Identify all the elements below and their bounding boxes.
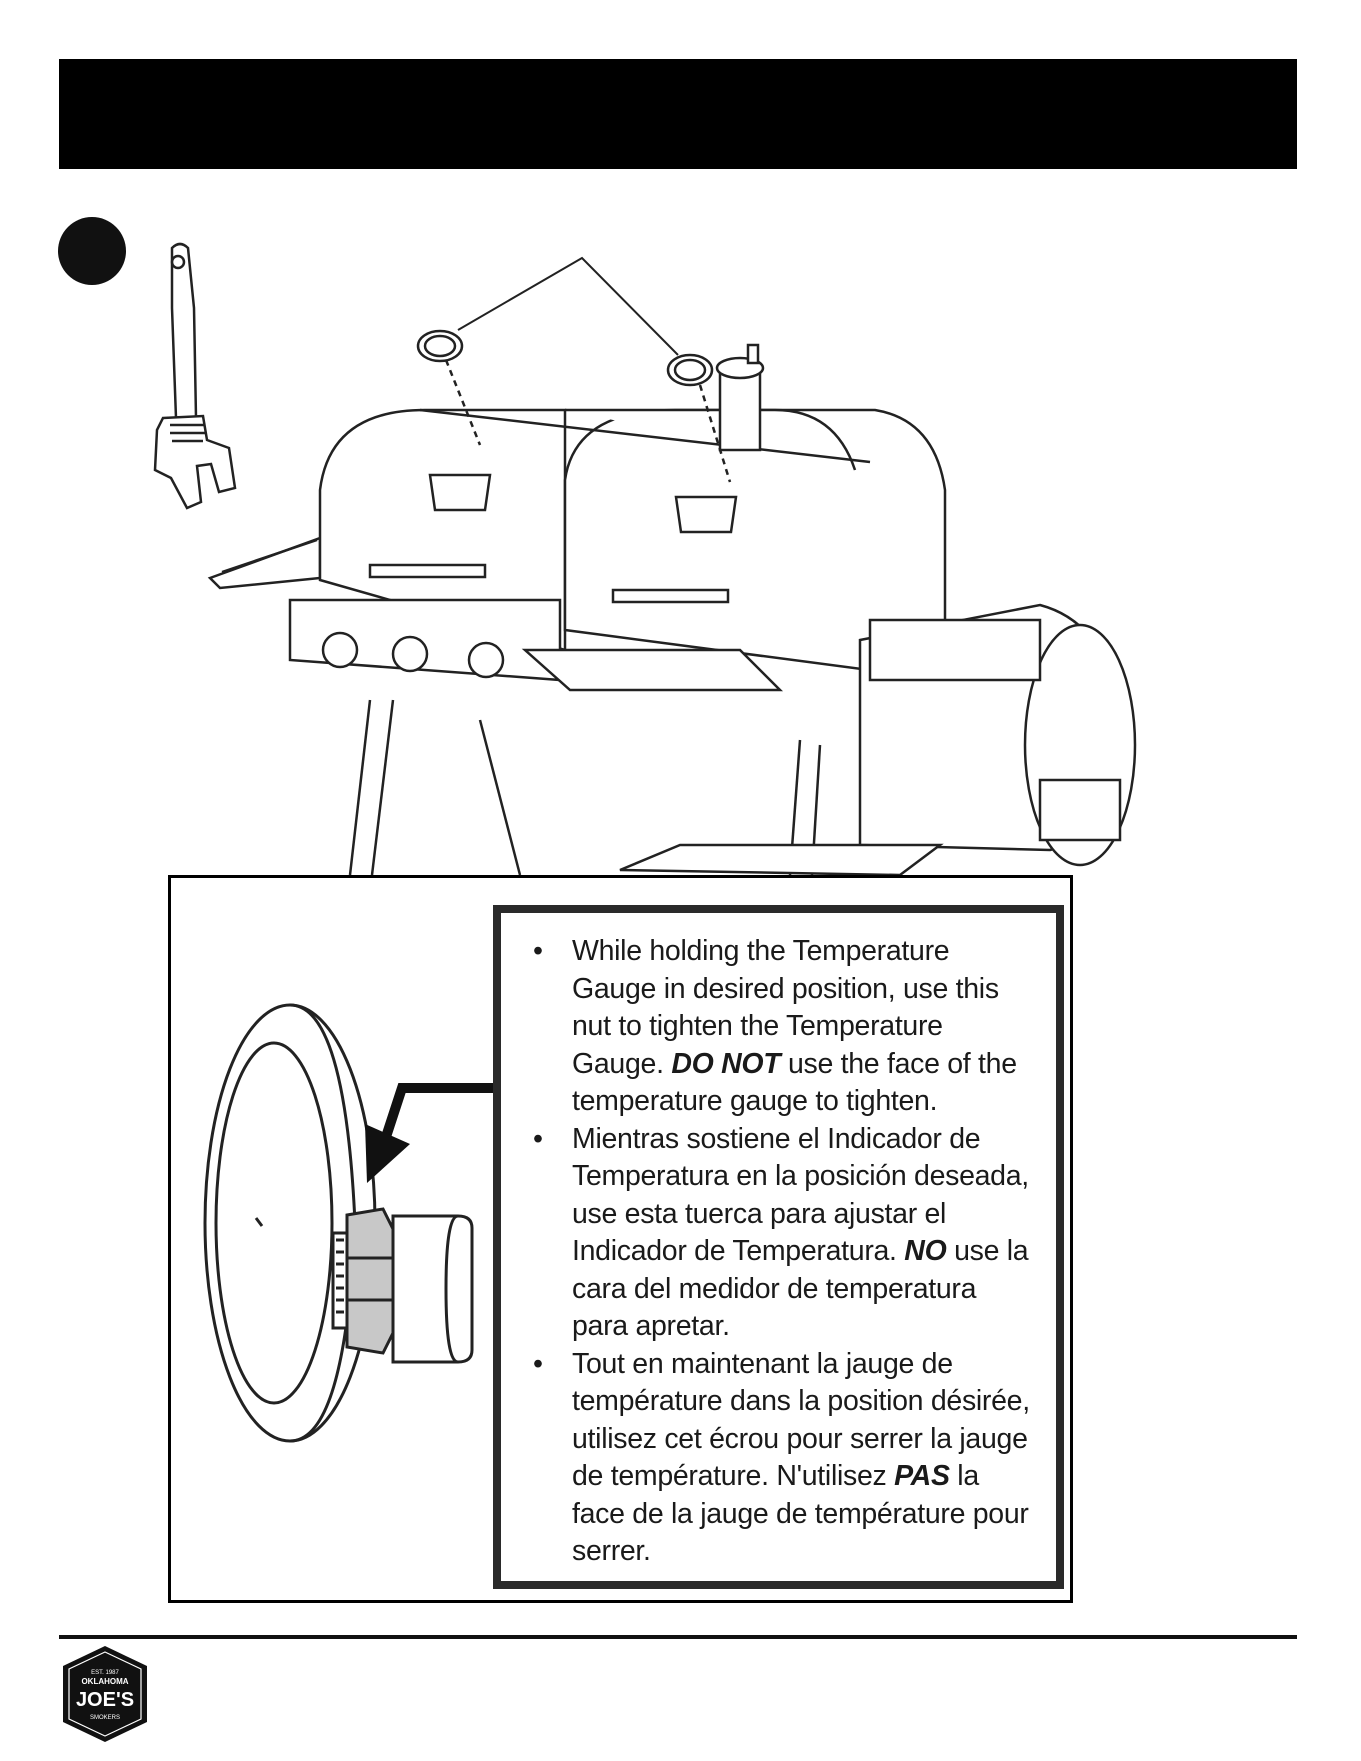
header-bar [59, 59, 1297, 169]
instruction-panel: •While holding the Temperature Gauge in … [493, 905, 1064, 1589]
nut-highlight [345, 1207, 395, 1355]
bullet-icon: • [533, 935, 543, 967]
footer-rule [59, 1635, 1297, 1639]
svg-text:SMOKERS: SMOKERS [90, 1715, 120, 1721]
instruction-item-es: •Mientras sostiene el Indicador de Tempe… [533, 1122, 1029, 1343]
svg-text:JOE'S: JOE'S [76, 1689, 134, 1711]
step-number-dot [58, 217, 126, 285]
grill-illustration [207, 256, 1137, 877]
bullet-icon: • [533, 1122, 543, 1155]
svg-text:EST. 1987: EST. 1987 [91, 1670, 119, 1676]
instruction-item-en: •While holding the Temperature Gauge in … [533, 935, 1017, 1117]
instruction-list: •While holding the Temperature Gauge in … [501, 913, 1056, 1571]
bullet-icon: • [533, 1347, 543, 1380]
wrench-icon [153, 242, 237, 510]
instruction-item-fr: •Tout en maintenant la jauge de températ… [533, 1347, 1030, 1568]
temperature-gauge-icon [203, 1003, 377, 1443]
svg-text:OKLAHOMA: OKLAHOMA [81, 1677, 128, 1686]
pointer-arrow-icon [365, 1083, 493, 1183]
brand-logo: EST. 1987 OKLAHOMA JOE'S SMOKERS [63, 1646, 147, 1742]
